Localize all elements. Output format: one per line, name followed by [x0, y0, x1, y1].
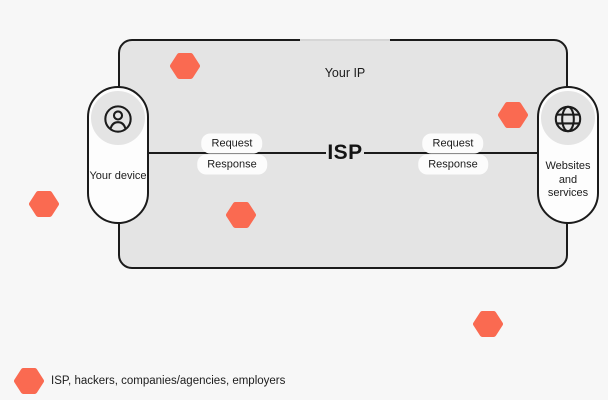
right-request-response-group: Request Response — [418, 133, 488, 175]
threat-hexagon — [29, 191, 59, 217]
threat-hexagon — [170, 53, 200, 79]
response-badge: Response — [197, 154, 267, 175]
request-badge: Request — [422, 133, 484, 154]
isp-label: ISP — [327, 141, 363, 164]
left-request-response-group: Request Response — [197, 133, 267, 175]
legend-hexagon-icon — [14, 368, 44, 394]
websites-node-label: Websites and services — [545, 160, 591, 199]
user-icon — [104, 105, 132, 133]
websites-icon-circle — [541, 91, 595, 145]
legend-label: ISP, hackers, companies/agencies, employ… — [51, 375, 286, 387]
legend: ISP, hackers, companies/agencies, employ… — [14, 368, 285, 394]
threat-hexagon — [226, 202, 256, 228]
request-badge: Request — [201, 133, 263, 154]
threat-hexagon — [498, 102, 528, 128]
device-node-label: Your device — [89, 170, 147, 182]
device-node: Your device — [87, 86, 149, 224]
globe-icon — [554, 105, 582, 133]
response-badge: Response — [418, 154, 488, 175]
websites-node: Websites and services — [537, 86, 599, 224]
device-icon-circle — [91, 91, 145, 145]
threat-hexagon — [473, 311, 503, 337]
panel-border-gap — [300, 39, 390, 41]
your-ip-label: Your IP — [324, 66, 366, 80]
